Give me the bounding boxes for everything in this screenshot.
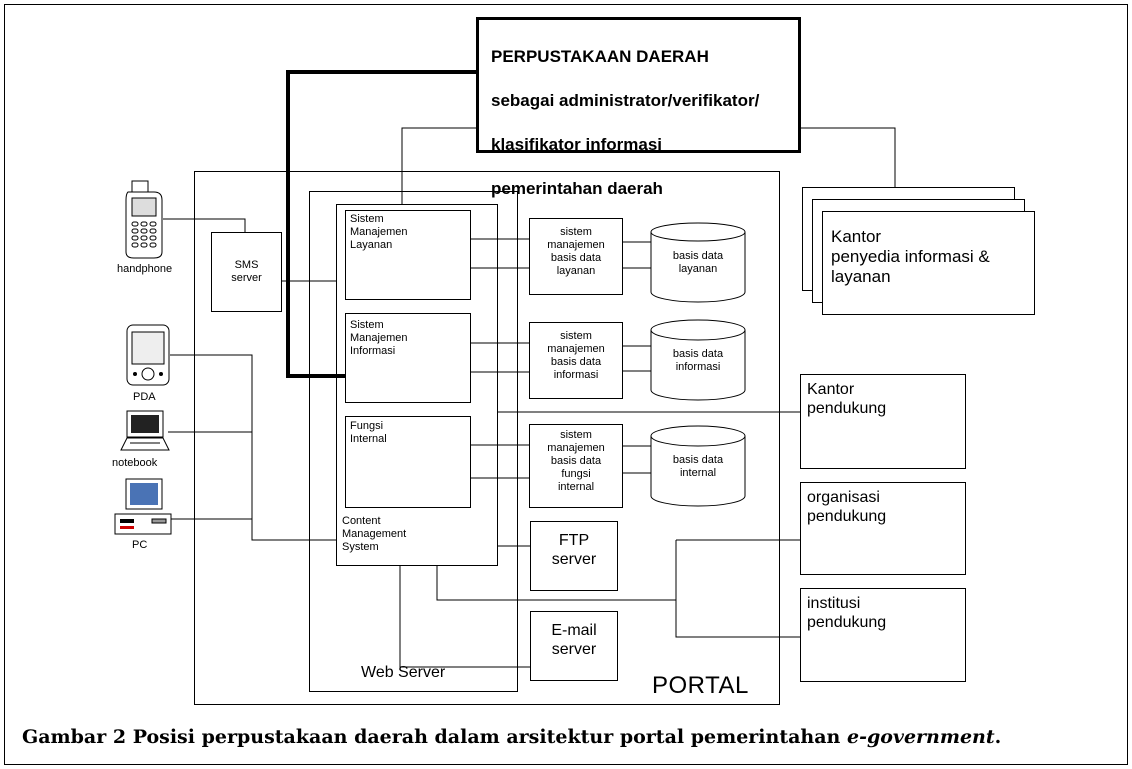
database-informasi-label: basis data informasi [672,348,724,373]
handphone-label: handphone [117,263,173,275]
web-server-box [309,191,518,692]
header-line-1: PERPUSTAKAAN DAERAH [491,47,709,66]
dbms-internal-label: sistem manajemen basis data fungsi inter… [547,429,605,493]
dbms-internal: sistem manajemen basis data fungsi inter… [529,424,623,508]
dbms-informasi-label: sistem manajemen basis data informasi [547,330,605,381]
sms-server-label: SMS server [231,259,262,284]
notebook-icon [120,410,170,451]
database-layanan-icon [650,222,746,303]
web-server-label: Web Server [361,664,446,681]
caption-italic: e-government [846,726,995,748]
header-line-3: klasifikator informasi [491,135,663,154]
portal-box [194,171,780,705]
organisasi-pendukung-label: organisasi pendukung [807,489,887,525]
pda-label: PDA [133,391,156,403]
database-internal-label: basis data internal [672,454,724,479]
cms-box [336,204,498,566]
institusi-pendukung-label: institusi pendukung [807,595,887,631]
dbms-layanan-label: sistem manajemen basis data layanan [547,226,605,277]
ftp-server-box: FTP server [530,521,618,591]
kantor-pendukung-label: Kantor pendukung [807,381,887,417]
module-informasi: Sistem Manajemen Informasi [345,313,471,403]
module-informasi-label: Sistem Manajemen Informasi [350,319,408,357]
database-layanan-label: basis data layanan [672,250,724,275]
ftp-server-label: FTP server [551,532,597,568]
email-server-label: E-mail server [551,622,597,658]
pc-icon [114,478,172,535]
module-internal: Fungsi Internal [345,416,471,508]
institusi-pendukung-box: institusi pendukung [800,588,966,682]
module-internal-label: Fungsi Internal [350,420,387,445]
cms-label: Content Management System [342,515,407,553]
kantor-pendukung-box: Kantor pendukung [800,374,966,469]
database-informasi-icon [650,319,746,401]
database-internal-icon [650,425,746,507]
dbms-layanan: sistem manajemen basis data layanan [529,218,623,295]
organisasi-pendukung-box: organisasi pendukung [800,482,966,575]
perpustakaan-daerah-box: PERPUSTAKAAN DAERAH sebagai administrato… [476,17,801,198]
pda-icon [126,324,170,386]
caption-end: . [994,726,1002,748]
kantor-penyedia-label: Kantor penyedia informasi & layanan [831,227,990,287]
header-line-2: sebagai administrator/verifikator/ [491,91,760,110]
email-server-box: E-mail server [530,611,618,681]
figure-caption: Gambar 2 Posisi perpustakaan daerah dala… [22,726,1001,748]
header-line-4: pemerintahan daerah [491,179,663,198]
notebook-label: notebook [112,457,158,469]
handphone-icon [125,180,163,259]
module-layanan-label: Sistem Manajemen Layanan [350,213,408,251]
caption-main: Gambar 2 Posisi perpustakaan daerah dala… [22,726,847,748]
portal-label: PORTAL [652,672,749,699]
pc-label: PC [132,539,148,551]
dbms-informasi: sistem manajemen basis data informasi [529,322,623,399]
sms-server-box: SMS server [211,232,282,312]
module-layanan: Sistem Manajemen Layanan [345,210,471,300]
figure-frame [4,4,1128,765]
kantor-penyedia-box: Kantor penyedia informasi & layanan [822,211,1035,315]
